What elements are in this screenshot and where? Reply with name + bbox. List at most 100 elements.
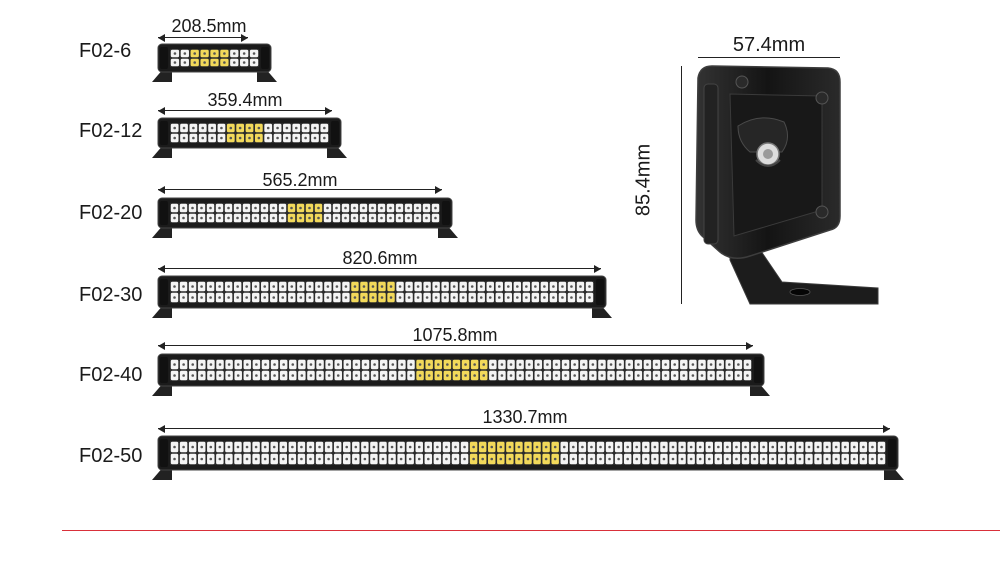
led-emitter — [543, 285, 546, 288]
led-emitter — [213, 61, 216, 64]
led-emitter — [389, 216, 392, 220]
end-cap-left — [160, 439, 168, 467]
led-emitter — [591, 374, 595, 377]
led-emitter — [218, 296, 221, 299]
light-bar-f02-20 — [152, 197, 458, 238]
led-emitter — [218, 445, 222, 449]
led-emitter — [335, 206, 338, 210]
led-emitter — [344, 216, 347, 220]
led-emitter — [744, 445, 747, 449]
led-emitter — [682, 374, 686, 377]
led-emitter — [434, 216, 437, 220]
led-emitter — [572, 457, 575, 461]
led-emitter — [398, 285, 402, 288]
dimension-label-f02-6: 208.5mm — [171, 16, 247, 36]
led-emitter — [807, 457, 811, 461]
led-emitter — [689, 445, 693, 449]
led-emitter — [627, 363, 631, 366]
led-emitter — [798, 457, 802, 461]
led-emitter — [746, 363, 749, 366]
led-emitter — [416, 216, 419, 220]
led-emitter — [780, 445, 784, 449]
led-emitter — [579, 296, 582, 299]
led-emitter — [345, 445, 349, 449]
led-emitter — [218, 206, 221, 210]
led-emitter — [210, 136, 214, 140]
led-emitter — [263, 457, 267, 461]
led-emitter — [389, 206, 392, 210]
led-emitter — [717, 445, 720, 449]
led-emitter — [691, 363, 695, 366]
led-emitter — [825, 445, 829, 449]
led-emitter — [609, 374, 613, 377]
led-emitter — [191, 374, 195, 377]
led-emitter — [200, 445, 204, 449]
led-emitter — [454, 445, 457, 449]
led-emitter — [427, 374, 431, 377]
led-emitter — [573, 363, 576, 366]
led-emitter — [272, 216, 275, 220]
led-emitter — [290, 216, 293, 220]
led-emitter — [497, 296, 501, 299]
led-emitter — [254, 445, 258, 449]
led-emitter — [323, 126, 326, 130]
led-emitter — [408, 445, 412, 449]
led-emitter — [173, 457, 176, 461]
led-emitter — [173, 216, 176, 220]
led-emitter — [236, 206, 239, 210]
led-emitter — [380, 206, 383, 210]
led-emitter — [399, 445, 403, 449]
led-emitter — [698, 457, 702, 461]
led-emitter — [285, 136, 289, 140]
led-emitter — [407, 285, 411, 288]
led-emitter — [737, 374, 740, 377]
led-emitter — [416, 206, 419, 210]
led-emitter — [707, 457, 711, 461]
led-emitter — [326, 216, 329, 220]
led-emitter — [323, 136, 326, 140]
led-emitter — [544, 457, 548, 461]
led-emitter — [789, 457, 793, 461]
led-emitter — [272, 206, 275, 210]
led-emitter — [291, 457, 294, 461]
led-emitter — [807, 445, 811, 449]
led-emitter — [573, 374, 576, 377]
led-emitter — [272, 445, 276, 449]
led-emitter — [626, 457, 629, 461]
led-emitter — [409, 374, 413, 377]
led-emitter — [209, 445, 213, 449]
led-emitter — [218, 216, 221, 220]
led-emitter — [238, 136, 242, 140]
led-emitter — [425, 206, 428, 210]
led-emitter — [452, 296, 456, 299]
led-emitter — [236, 457, 240, 461]
led-emitter — [263, 445, 267, 449]
led-emitter — [245, 363, 249, 366]
led-emitter — [309, 445, 312, 449]
led-emitter — [517, 457, 521, 461]
led-emitter — [220, 126, 223, 130]
led-emitter — [579, 285, 582, 288]
led-emitter — [276, 126, 279, 130]
led-emitter — [291, 374, 295, 377]
led-emitter — [273, 363, 276, 366]
led-emitter — [862, 445, 865, 449]
led-emitter — [871, 457, 874, 461]
dimension-label-f02-50: 1330.7mm — [482, 407, 568, 427]
led-emitter — [353, 285, 357, 288]
led-emitter — [355, 374, 358, 377]
led-emitter — [200, 296, 203, 299]
led-emitter — [525, 296, 528, 299]
led-emitter — [664, 363, 667, 366]
end-cap-right — [442, 201, 450, 225]
led-emitter — [245, 216, 248, 220]
led-emitter — [317, 206, 320, 210]
led-emitter — [236, 296, 239, 299]
led-emitter — [300, 457, 303, 461]
led-emitter — [281, 445, 285, 449]
led-emitter — [182, 206, 185, 210]
led-emitter — [436, 374, 440, 377]
led-emitter — [390, 445, 394, 449]
led-emitter — [294, 126, 298, 130]
led-emitter — [635, 445, 639, 449]
